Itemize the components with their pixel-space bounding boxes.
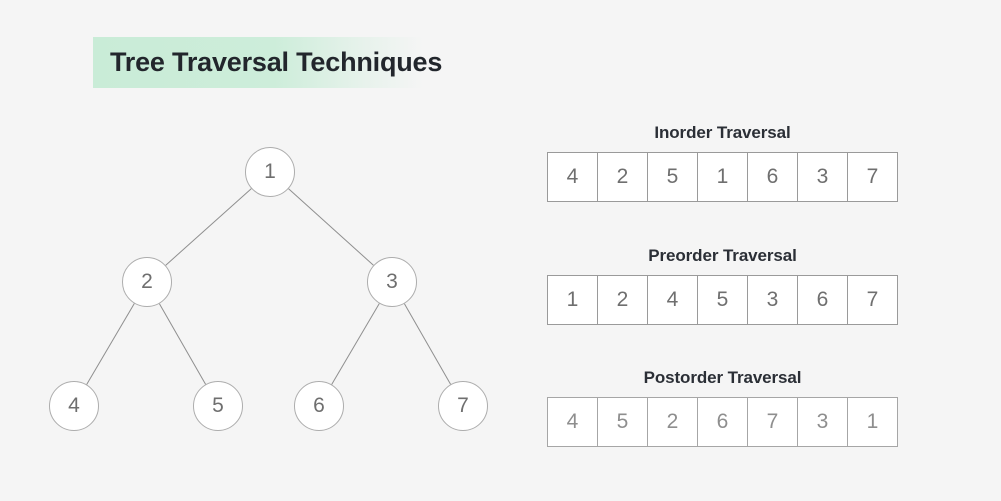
traversal-heading-postorder: Postorder Traversal xyxy=(643,368,802,387)
traversal-heading-preorder: Preorder Traversal xyxy=(648,246,797,265)
tree-node-3[interactable]: 3 xyxy=(367,257,417,307)
tree-node-label: 5 xyxy=(212,394,224,417)
traversal-cell-preorder-3[interactable]: 5 xyxy=(698,275,748,325)
traversal-heading-inorder: Inorder Traversal xyxy=(654,123,791,142)
tree-edge-n2-n4 xyxy=(86,303,135,385)
tree-edge-n3-n7 xyxy=(403,303,452,385)
tree-node-6[interactable]: 6 xyxy=(294,381,344,431)
traversal-cell-postorder-0[interactable]: 4 xyxy=(547,397,598,447)
binary-tree-diagram: 1 2 3 4 5 6 7 xyxy=(49,147,488,431)
title-highlight-band xyxy=(93,37,423,88)
traversal-cell-inorder-5[interactable]: 3 xyxy=(798,152,848,202)
traversal-cell-postorder-1[interactable]: 5 xyxy=(598,397,648,447)
tree-edge-n3-n6 xyxy=(331,303,380,385)
traversal-cell-postorder-5[interactable]: 3 xyxy=(798,397,848,447)
traversal-cell-inorder-6[interactable]: 7 xyxy=(848,152,898,202)
tree-node-label: 1 xyxy=(264,160,276,183)
tree-node-1[interactable]: 1 xyxy=(245,147,295,197)
tree-node-4[interactable]: 4 xyxy=(49,381,99,431)
traversal-cell-preorder-5[interactable]: 6 xyxy=(798,275,848,325)
tree-edge-group xyxy=(86,188,452,385)
traversal-cell-postorder-2[interactable]: 2 xyxy=(648,397,698,447)
tree-edge-n2-n5 xyxy=(158,303,207,385)
traversal-cell-postorder-6[interactable]: 1 xyxy=(848,397,898,447)
traversal-cell-inorder-2[interactable]: 5 xyxy=(648,152,698,202)
tree-node-5[interactable]: 5 xyxy=(193,381,243,431)
page-title: Tree Traversal Techniques xyxy=(110,47,443,77)
tree-edge-n1-n2 xyxy=(165,188,252,266)
traversal-cell-postorder-3[interactable]: 6 xyxy=(698,397,748,447)
tree-edge-n1-n3 xyxy=(288,188,374,266)
traversal-cell-postorder-4[interactable]: 7 xyxy=(748,397,798,447)
traversal-cell-preorder-6[interactable]: 7 xyxy=(848,275,898,325)
tree-node-7[interactable]: 7 xyxy=(438,381,488,431)
traversal-cell-inorder-3[interactable]: 1 xyxy=(698,152,748,202)
tree-node-2[interactable]: 2 xyxy=(122,257,172,307)
tree-node-label: 4 xyxy=(68,394,80,417)
traversal-cell-inorder-4[interactable]: 6 xyxy=(748,152,798,202)
traversal-cell-preorder-1[interactable]: 2 xyxy=(598,275,648,325)
traversal-cell-inorder-1[interactable]: 2 xyxy=(598,152,648,202)
tree-node-label: 2 xyxy=(141,270,153,293)
tree-edges-layer xyxy=(86,188,452,385)
tree-node-label: 7 xyxy=(457,394,469,417)
tree-node-label: 6 xyxy=(313,394,325,417)
traversal-cell-preorder-4[interactable]: 3 xyxy=(748,275,798,325)
traversal-cell-inorder-0[interactable]: 4 xyxy=(547,152,598,202)
tree-node-label: 3 xyxy=(386,270,398,293)
traversal-cell-preorder-0[interactable]: 1 xyxy=(547,275,598,325)
traversal-cell-preorder-2[interactable]: 4 xyxy=(648,275,698,325)
